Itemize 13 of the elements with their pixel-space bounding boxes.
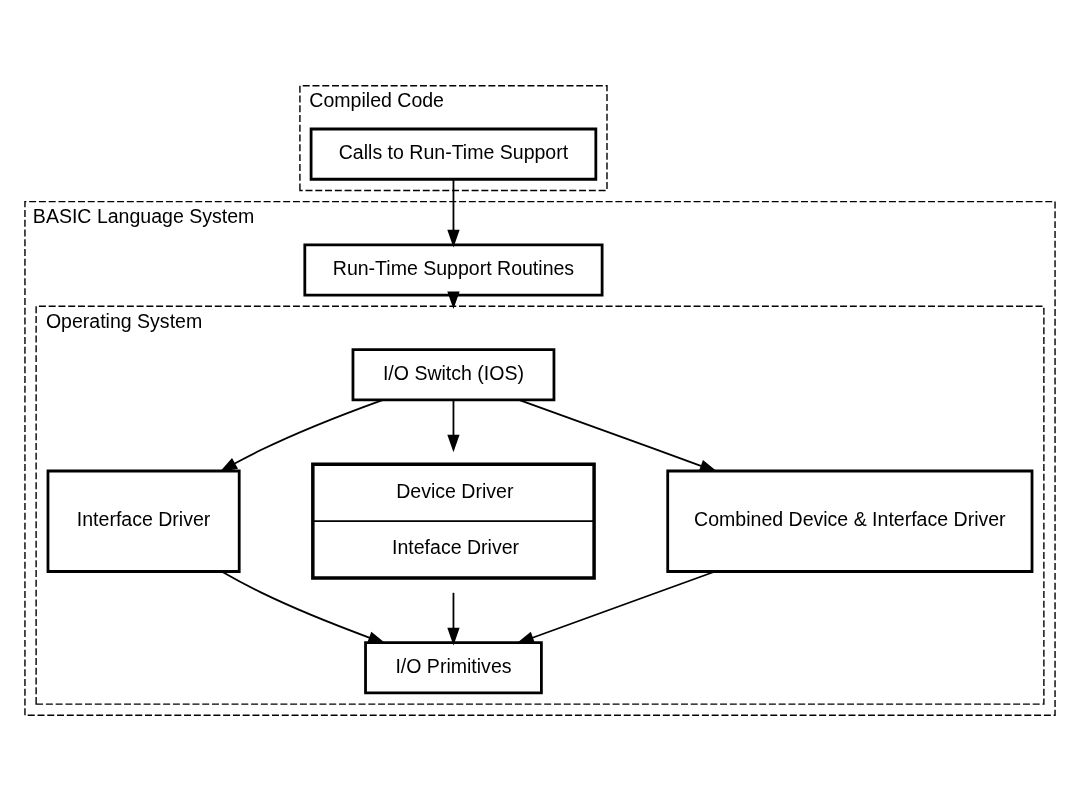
node-box: Combined Device & Interface Driver [666,469,1034,573]
arrow [516,570,716,644]
arrow [221,570,386,644]
arrow [447,591,460,645]
node-box: Interface Driver [46,469,241,573]
arrow [447,398,460,452]
node-box: I/O Switch (IOS) [351,347,556,401]
node-box: Calls to Run-Time Support [309,127,598,181]
arrow [447,178,460,247]
arrow [447,290,460,309]
arrow [219,398,385,472]
node-box: I/O Primitives [364,640,543,694]
arrow [518,398,718,472]
